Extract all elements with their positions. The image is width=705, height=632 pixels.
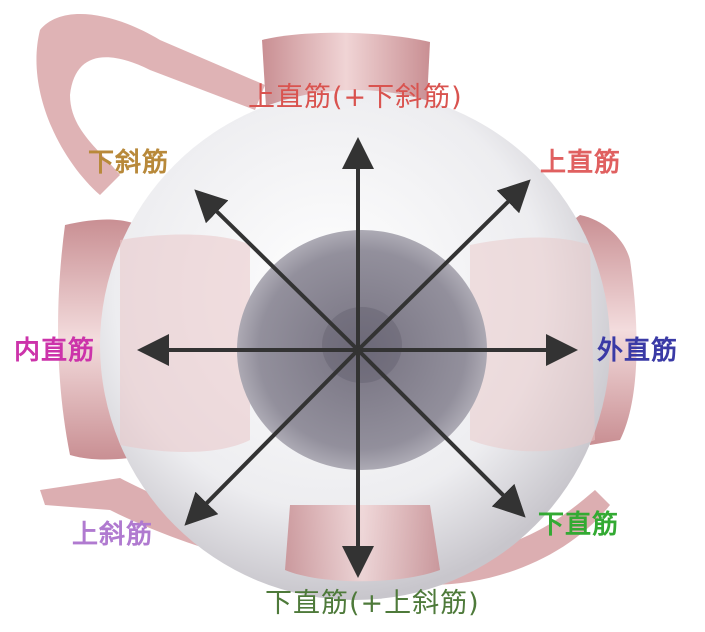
horizontal-muscle-overlay — [120, 234, 250, 452]
label-medial-rectus: 内直筋 — [14, 336, 96, 366]
label-superior-rectus-inferior-oblique: 上直筋(+下斜筋) — [248, 82, 463, 113]
arrow-lower-right — [356, 348, 526, 518]
superior-oblique-tendon — [36, 13, 265, 196]
inferior-rectus-band — [285, 505, 440, 582]
label-inferior-rectus: 下直筋 — [538, 510, 620, 540]
label-superior-oblique: 上斜筋 — [72, 520, 154, 550]
arrow-upper-left — [194, 189, 360, 352]
label-inferior-rectus-superior-oblique: 下直筋(+上斜筋) — [265, 588, 480, 619]
arrow-upper-right — [356, 179, 531, 352]
movement-arrows — [137, 137, 578, 578]
label-lateral-rectus: 外直筋 — [597, 336, 679, 366]
label-inferior-oblique: 下斜筋 — [88, 148, 170, 178]
lateral-muscle-overlay — [470, 237, 595, 452]
label-superior-rectus: 上直筋 — [540, 148, 622, 178]
arrow-lower-left — [184, 348, 360, 526]
